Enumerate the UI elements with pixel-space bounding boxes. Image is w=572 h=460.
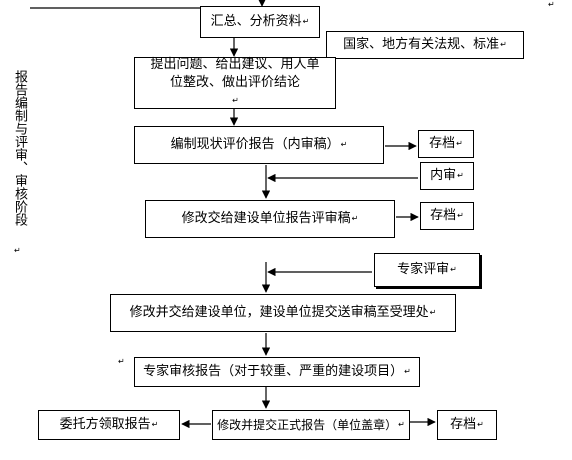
node-problems: 提出问题、给出建议、用人单 位整改、做出评价结论↵ [134, 57, 336, 109]
paragraph-mark: ↵ [118, 357, 125, 366]
node-revise-submit: 修改交给建设单位报告评审稿↵ [145, 200, 395, 238]
node-revise-submit-label: 修改交给建设单位报告评审稿 [181, 211, 351, 226]
node-internal-review: 内审↵ [420, 162, 474, 190]
node-archive-3: 存档↵ [437, 410, 497, 440]
node-summary: 汇总、分析资料↵ [200, 6, 320, 38]
node-expert-review-label: 专家评审 [397, 262, 450, 277]
node-formal-report-label: 修改并提交正式报告（单位盖章） [217, 418, 398, 432]
node-regulations-label: 国家、地方有关法规、标准 [343, 37, 500, 52]
node-expert-review: 专家评审↵ [374, 253, 480, 287]
paragraph-mark: ↵ [14, 246, 21, 255]
node-revise-deliver: 修改并交给建设单位，建设单位提交送审稿至受理处↵ [110, 294, 456, 332]
stage-side-label: 报告编制与评审、审核阶段 [12, 70, 27, 226]
node-expert-audit-label: 专家审核报告（对于较重、严重的建设项目） [143, 364, 404, 379]
node-archive-3-label: 存档 [450, 417, 477, 432]
node-draft-report: 编制现状评价报告（内审稿）↵ [134, 126, 384, 164]
node-draft-report-label: 编制现状评价报告（内审稿） [170, 137, 340, 152]
node-archive-2-label: 存档 [430, 208, 457, 223]
node-archive-1: 存档↵ [418, 130, 474, 158]
node-client-receive: 委托方领取报告↵ [38, 410, 180, 440]
node-problems-line2: 位整改、做出评价结论 [169, 75, 300, 90]
node-revise-deliver-label: 修改并交给建设单位，建设单位提交送审稿至受理处 [129, 305, 429, 320]
node-archive-2: 存档↵ [420, 202, 474, 230]
node-problems-line1: 提出问题、给出建议、用人单 [150, 57, 320, 72]
node-expert-audit: 专家审核报告（对于较重、严重的建设项目）↵ [134, 357, 420, 387]
node-client-receive-label: 委托方领取报告 [59, 417, 151, 432]
paragraph-mark: ↵ [548, 0, 555, 9]
node-internal-review-label: 内审 [430, 168, 457, 183]
node-formal-report: 修改并提交正式报告（单位盖章）↵ [212, 410, 410, 440]
node-summary-label: 汇总、分析资料 [210, 14, 302, 29]
node-regulations: 国家、地方有关法规、标准↵ [326, 31, 524, 59]
node-archive-1-label: 存档 [429, 136, 456, 151]
